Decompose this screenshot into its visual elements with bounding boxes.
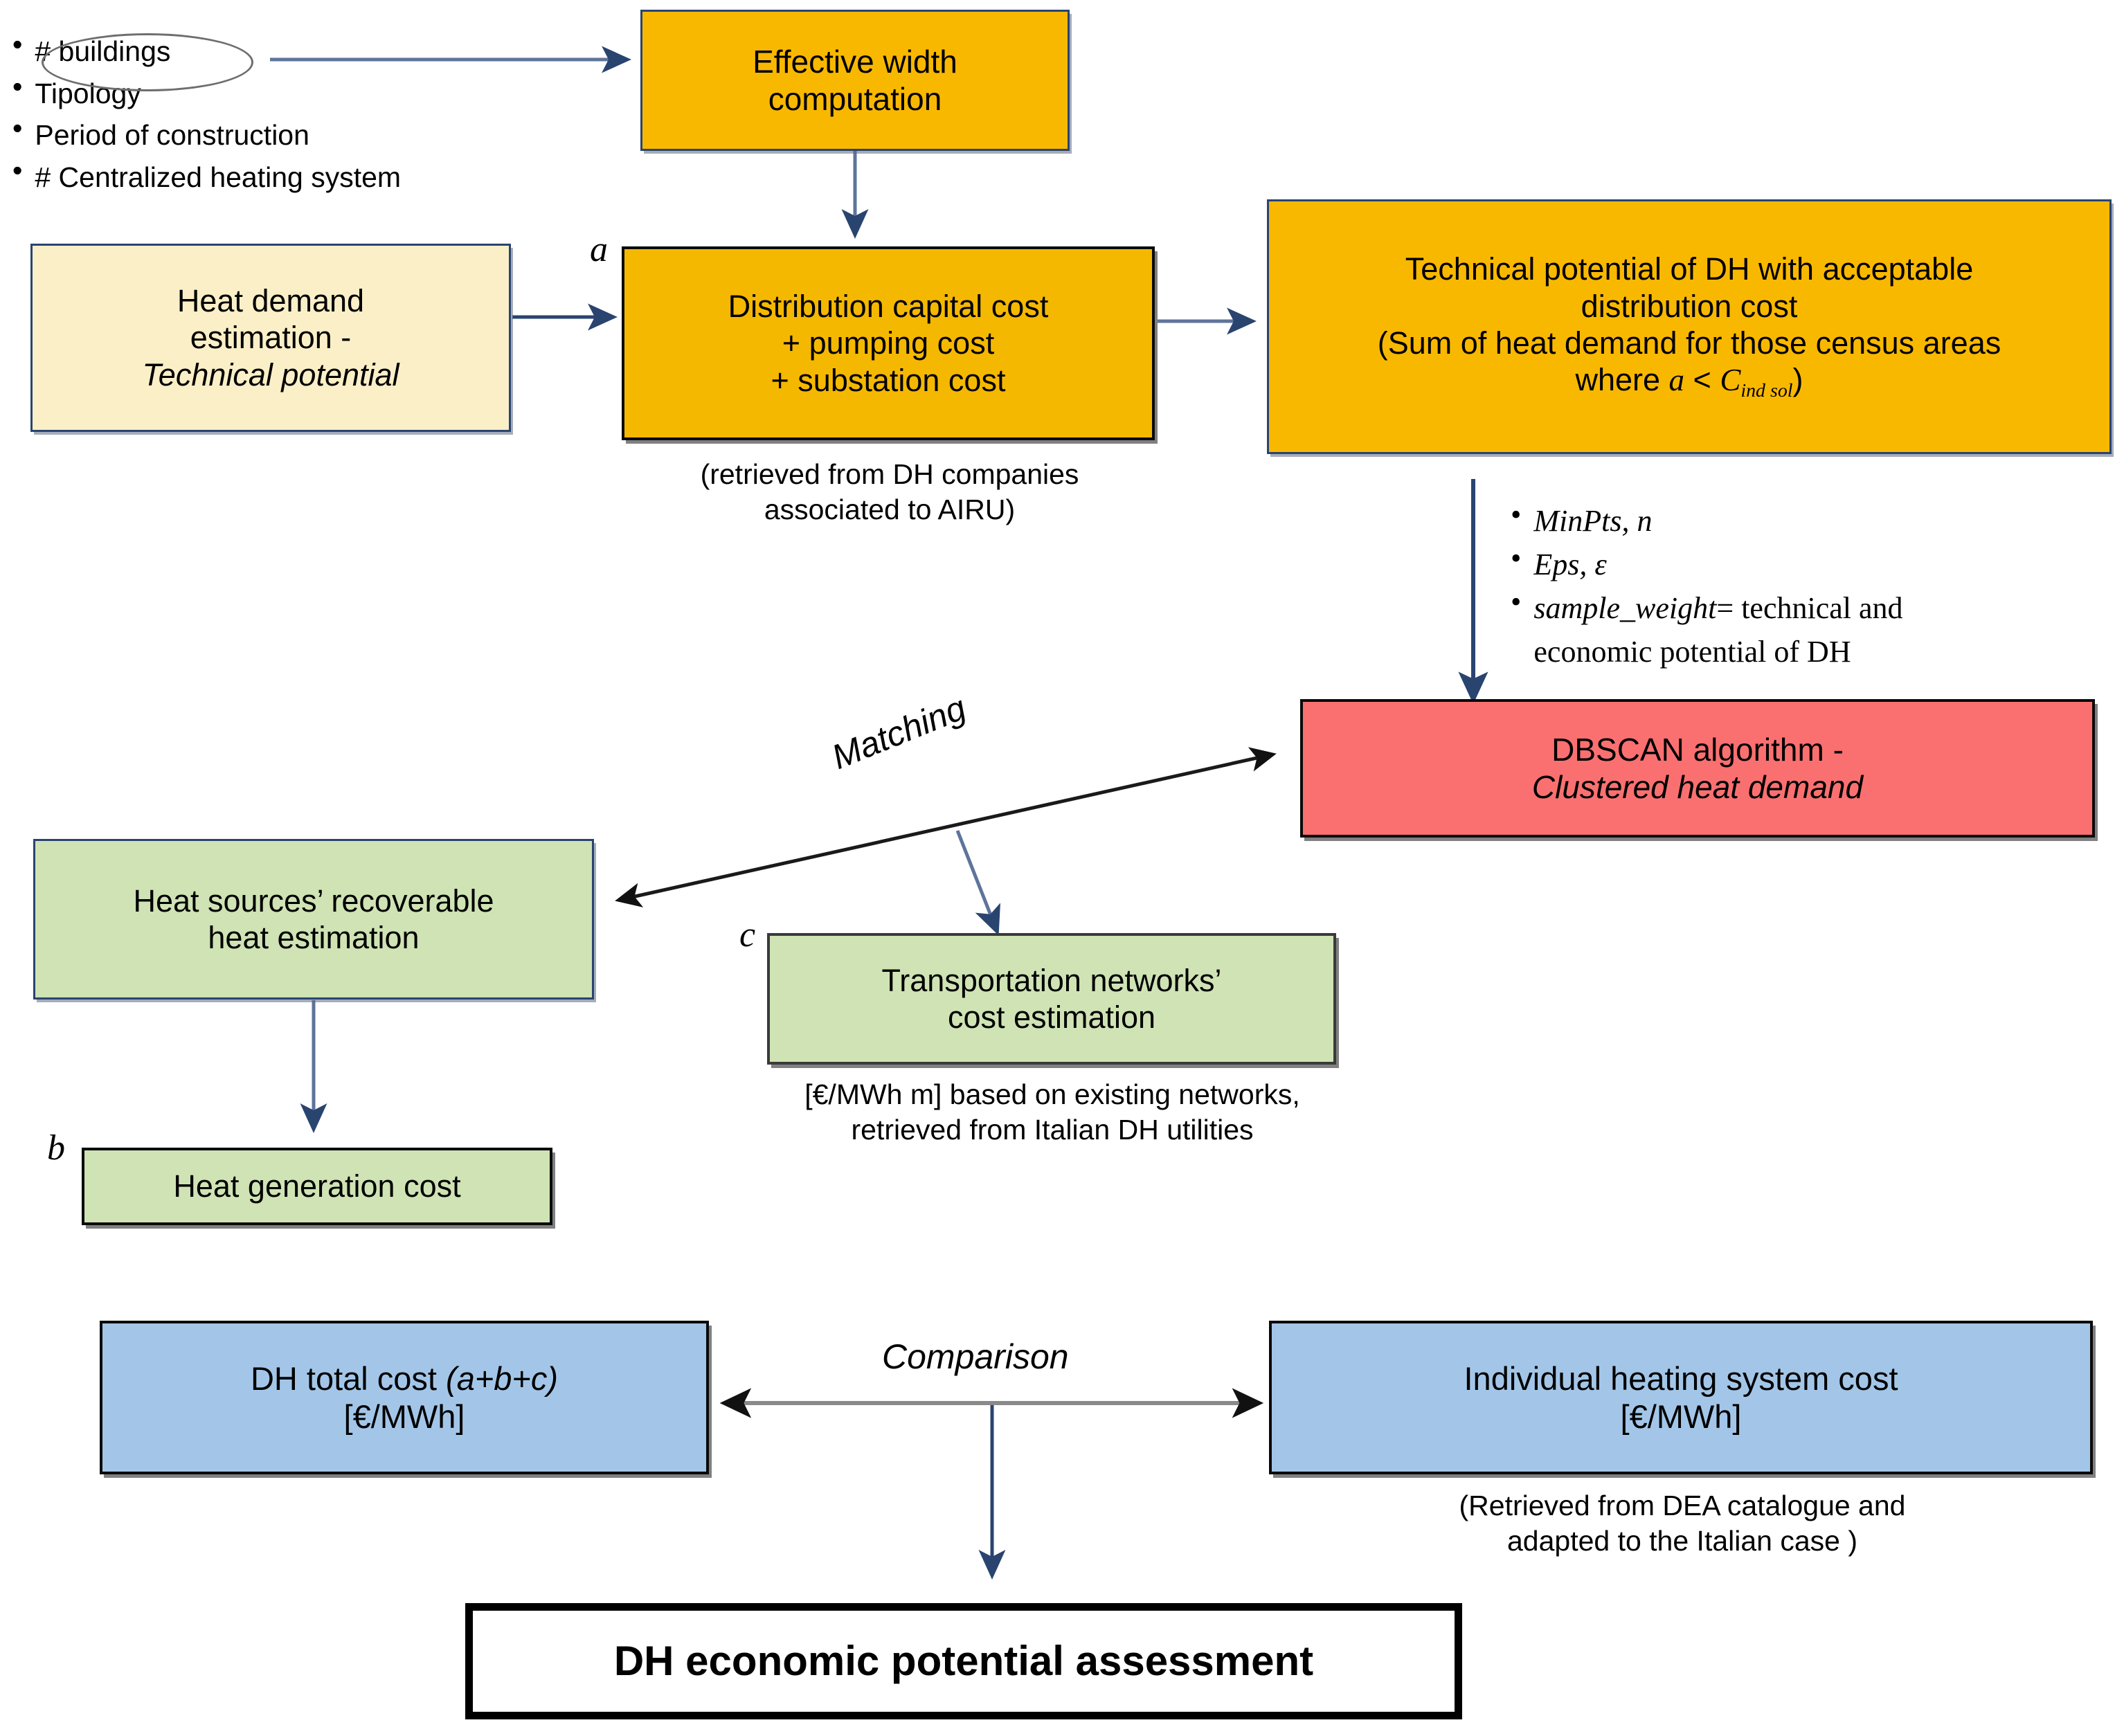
transportation-line-1: Transportation networks’ (881, 962, 1222, 998)
label-comparison: Comparison (882, 1337, 1069, 1376)
buildings-highlight-ellipse (42, 33, 253, 91)
formula-c: C (1720, 362, 1741, 397)
bullet-dot: • (12, 28, 23, 60)
technical-potential-line-1: Technical potential of DH with acceptabl… (1405, 251, 1974, 287)
bullet-dot: • (1511, 541, 1522, 575)
technical-potential-formula-line: where a < Cind sol) (1575, 361, 1803, 403)
box-effective-width-computation[interactable]: Effective width computation (640, 10, 1070, 151)
dh-total-cost-line-1: DH total cost (a+b+c) (251, 1359, 558, 1398)
individual-cost-line-1: Individual heating system cost (1464, 1359, 1898, 1397)
individual-caption-line-2: adapted to the Italian case ) (1506, 1525, 1857, 1557)
list-item: • Period of construction (12, 114, 401, 156)
distribution-cost-line-2: + pumping cost (782, 325, 995, 361)
heat-demand-line-1: Heat demand (177, 283, 365, 319)
bullet-dot: • (1511, 498, 1522, 532)
bullet-dot: • (12, 154, 23, 187)
individual-caption-line-1: (Retrieved from DEA catalogue and (1459, 1490, 1906, 1521)
final-assessment-line-1: DH economic potential assessment (613, 1637, 1314, 1684)
arrow-matching-to-transportation (955, 830, 1000, 936)
dbscan-line-2: Clustered heat demand (1531, 769, 1864, 805)
caption-individual-cost-source: (Retrieved from DEA catalogue and adapte… (1281, 1488, 2084, 1559)
heat-demand-line-3: Technical potential (142, 356, 399, 392)
label-a: a (590, 230, 608, 269)
heat-demand-line-2: estimation - (190, 320, 352, 356)
effective-width-line-2: computation (768, 81, 942, 117)
list-item: • Eps, ε (1511, 543, 1903, 587)
formula-a: a (1668, 362, 1685, 397)
caption-distribution-cost-source: (retrieved from DH companies associated … (609, 457, 1170, 528)
individual-cost-line-2: [€/MWh] (1620, 1398, 1742, 1435)
transportation-line-2: cost estimation (947, 1000, 1156, 1035)
matching-text: Matching (826, 688, 971, 777)
label-b: b (47, 1128, 65, 1168)
box-transportation-networks-cost[interactable]: Transportation networks’ cost estimation (767, 933, 1336, 1065)
dbscan-parameters-list: • MinPts, n • Eps, ε • sample_weight= te… (1511, 500, 1903, 674)
formula-subscript: ind sol (1740, 379, 1793, 401)
dbscan-sample-weight-desc: = technical and (1716, 590, 1903, 625)
input-bullet-3: # Centralized heating system (35, 161, 402, 194)
label-matching: Matching (826, 687, 971, 777)
formula-where: where (1575, 361, 1669, 397)
list-item: • sample_weight= technical and economic … (1511, 584, 1903, 674)
bullet-dot: • (12, 112, 23, 145)
list-item: • MinPts, n (1511, 500, 1903, 543)
distribution-cost-line-1: Distribution capital cost (728, 289, 1049, 325)
label-c: c (739, 915, 756, 955)
box-distribution-capital-cost[interactable]: Distribution capital cost + pumping cost… (622, 246, 1155, 440)
bullet-dot: • (1511, 584, 1522, 619)
bullet-dot: • (12, 70, 23, 102)
dbscan-bullet-0: MinPts, n (1533, 504, 1653, 538)
distribution-cost-line-3: + substation cost (771, 362, 1006, 398)
transportation-caption-line-1: [€/MWh m] based on existing networks, (804, 1078, 1300, 1110)
heat-sources-line-2: heat estimation (208, 920, 420, 955)
box-dh-economic-potential-assessment[interactable]: DH economic potential assessment (465, 1603, 1462, 1719)
box-dbscan-algorithm[interactable]: DBSCAN algorithm - Clustered heat demand (1300, 699, 2095, 838)
box-heat-generation-cost[interactable]: Heat generation cost (82, 1148, 552, 1225)
dbscan-line-1: DBSCAN algorithm - (1551, 731, 1844, 768)
dbscan-bullet-2: sample_weight= technical and economic po… (1533, 587, 1902, 674)
dbscan-sample-weight: sample_weight (1533, 590, 1717, 625)
dbscan-bullet-1: Eps, ε (1533, 547, 1607, 581)
box-heat-sources-recoverable[interactable]: Heat sources’ recoverable heat estimatio… (33, 839, 594, 1000)
caption-transportation-source: [€/MWh m] based on existing networks, re… (727, 1077, 1378, 1148)
formula-lt: < (1684, 361, 1720, 397)
arrow-matching-bidirectional (615, 747, 1277, 907)
heat-generation-line-1: Heat generation cost (173, 1168, 461, 1204)
dh-total-cost-text: DH total cost (250, 1359, 447, 1397)
distribution-caption-line-2: associated to AIRU) (764, 494, 1016, 526)
dh-total-cost-line-2: [€/MWh] (343, 1398, 465, 1435)
box-technical-potential-dh[interactable]: Technical potential of DH with acceptabl… (1267, 199, 2112, 454)
transportation-caption-line-2: retrieved from Italian DH utilities (851, 1114, 1254, 1146)
box-individual-heating-system-cost[interactable]: Individual heating system cost [€/MWh] (1269, 1321, 2093, 1474)
effective-width-line-1: Effective width (753, 43, 957, 80)
formula-close: ) (1792, 361, 1803, 397)
technical-potential-line-2: distribution cost (1581, 288, 1798, 324)
dbscan-sample-weight-desc-2: economic potential of DH (1533, 634, 1851, 669)
box-dh-total-cost[interactable]: DH total cost (a+b+c) [€/MWh] (100, 1321, 709, 1474)
box-heat-demand-estimation[interactable]: Heat demand estimation - Technical poten… (30, 244, 511, 432)
dh-total-cost-formula: (a+b+c) (446, 1359, 559, 1397)
technical-potential-line-3: (Sum of heat demand for those census are… (1377, 325, 2001, 361)
heat-sources-line-1: Heat sources’ recoverable (133, 883, 494, 919)
list-item: • # Centralized heating system (12, 156, 401, 199)
distribution-caption-line-1: (retrieved from DH companies (700, 458, 1079, 490)
input-bullet-2: Period of construction (35, 119, 309, 152)
